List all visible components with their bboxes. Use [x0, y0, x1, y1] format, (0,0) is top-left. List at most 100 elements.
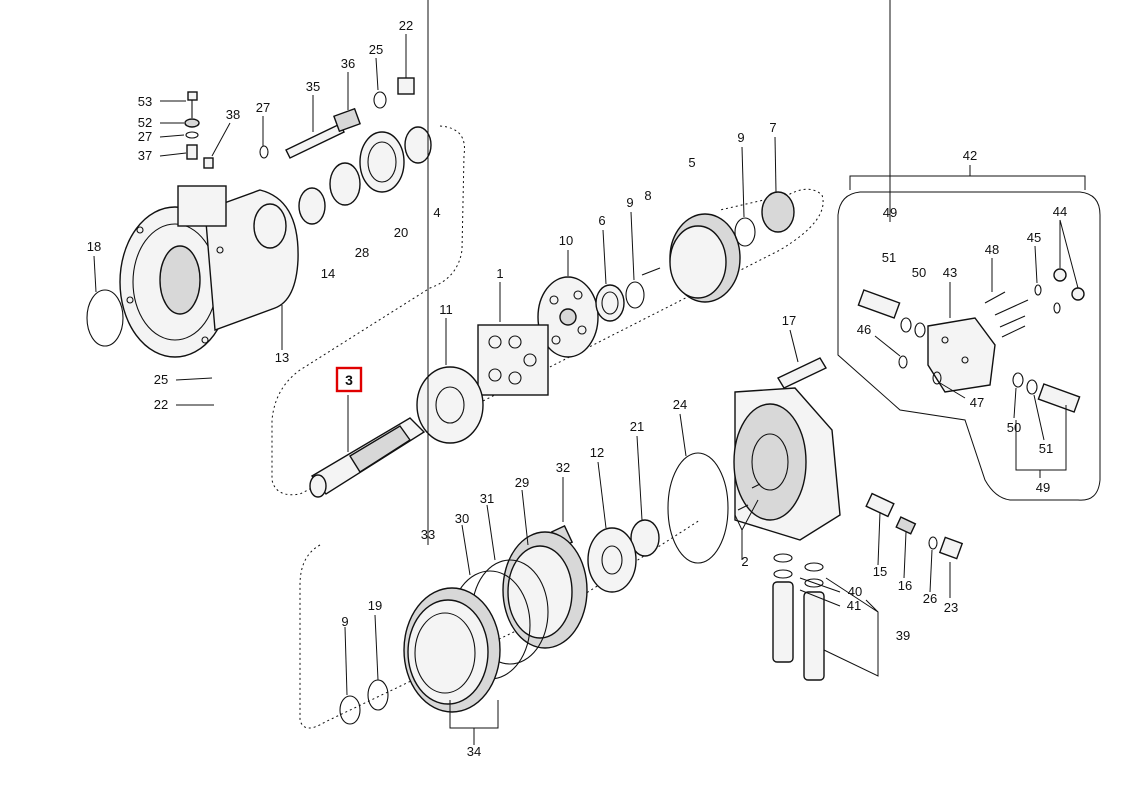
label-39: 39: [896, 628, 910, 643]
oring-27a: [185, 131, 199, 139]
label-5: 5: [688, 155, 695, 170]
label-33: 33: [421, 527, 435, 542]
label-53: 53: [138, 94, 152, 109]
spool-35: [285, 123, 345, 159]
highlight-box-3: [335, 366, 363, 393]
pins-2: [737, 483, 761, 511]
ring-9a: [625, 281, 645, 309]
snap-ring-19: [367, 679, 389, 711]
spring-36: [333, 107, 361, 133]
label-9: 9: [341, 614, 348, 629]
label-18: 18: [87, 239, 101, 254]
label-28: 28: [355, 245, 369, 260]
oring-51b: [1026, 379, 1038, 395]
label-50: 50: [1007, 420, 1021, 435]
label-31: 31: [480, 491, 494, 506]
label-9: 9: [737, 130, 744, 145]
label-34: 34: [467, 744, 481, 759]
plug-38: [203, 157, 214, 169]
plug-37: [186, 144, 198, 160]
label-37: 37: [138, 148, 152, 163]
label-22: 22: [154, 397, 168, 412]
label-35: 35: [306, 79, 320, 94]
valve-group-outline: [837, 191, 1101, 501]
drive-shaft-3: [309, 417, 426, 498]
oring-50b: [1012, 372, 1024, 388]
label-12: 12: [590, 445, 604, 460]
lower-group-outline: [299, 519, 701, 729]
spools-39: [772, 553, 825, 681]
label-49: 49: [1036, 480, 1050, 495]
label-10: 10: [559, 233, 573, 248]
label-46: 46: [857, 322, 871, 337]
bearing-21: [630, 519, 660, 557]
pistons-1: [477, 324, 549, 396]
spring-16: [895, 516, 917, 535]
label-11: 11: [439, 302, 453, 317]
valve-cartridge-49b: [1037, 383, 1081, 413]
label-48: 48: [985, 242, 999, 257]
label-30: 30: [455, 511, 469, 526]
label-50: 50: [912, 265, 926, 280]
plate-12: [587, 527, 637, 593]
label-13: 13: [275, 350, 289, 365]
bearing-6: [595, 284, 625, 322]
label-40: 40: [848, 584, 862, 599]
friction-plates-33: [403, 587, 501, 713]
plug-44b: [1071, 287, 1085, 301]
bearing-20: [359, 131, 405, 193]
motor-housing-13: [119, 185, 299, 358]
ring-14: [298, 187, 326, 225]
pin-8: [641, 267, 661, 276]
label-25: 25: [369, 42, 383, 57]
label-14: 14: [321, 266, 335, 281]
label-52: 52: [138, 115, 152, 130]
plug-22a: [397, 77, 415, 95]
plug-23: [938, 536, 964, 560]
swash-plate-11: [416, 366, 484, 444]
label-1: 1: [496, 266, 503, 281]
label-27: 27: [256, 100, 270, 115]
oring-45a: [1034, 284, 1042, 296]
ring-9c: [339, 695, 361, 725]
label-27: 27: [138, 129, 152, 144]
oring-24: [667, 452, 729, 564]
label-4: 4: [433, 205, 440, 220]
oring-27b: [259, 145, 269, 159]
label-19: 19: [368, 598, 382, 613]
label-51: 51: [1039, 441, 1053, 456]
sleeve-15: [865, 492, 895, 518]
spring-7: [761, 191, 795, 233]
snap-ring-18: [86, 289, 124, 347]
leader-lines: [93, 0, 1079, 745]
oring-46: [898, 355, 908, 369]
bolts-48: [984, 291, 1029, 338]
label-41: 41: [847, 598, 861, 613]
label-16: 16: [898, 578, 912, 593]
part-labels: 53 52 27 37 38 27 35 36 25 22 14 28 20 4…: [87, 18, 1067, 759]
washer-52: [184, 118, 200, 128]
ring-9b: [734, 217, 756, 247]
label-7: 7: [769, 120, 776, 135]
label-24: 24: [673, 397, 687, 412]
label-42: 42: [963, 148, 977, 163]
plug-44a: [1053, 268, 1067, 282]
oring-25a: [373, 91, 387, 109]
label-29: 29: [515, 475, 529, 490]
label-6: 6: [598, 213, 605, 228]
gear-5: [669, 213, 741, 303]
label-45: 45: [1027, 230, 1041, 245]
oring-45b: [1053, 302, 1061, 314]
label-51: 51: [882, 250, 896, 265]
label-25: 25: [154, 372, 168, 387]
valve-group-bracket: [849, 165, 1086, 190]
label-47: 47: [970, 395, 984, 410]
bolt-17: [777, 357, 827, 389]
oring-51a: [900, 317, 912, 333]
label-20: 20: [394, 225, 408, 240]
label-22: 22: [399, 18, 413, 33]
label-49: 49: [883, 205, 897, 220]
oring-47: [932, 371, 942, 385]
oring-26: [928, 536, 938, 550]
